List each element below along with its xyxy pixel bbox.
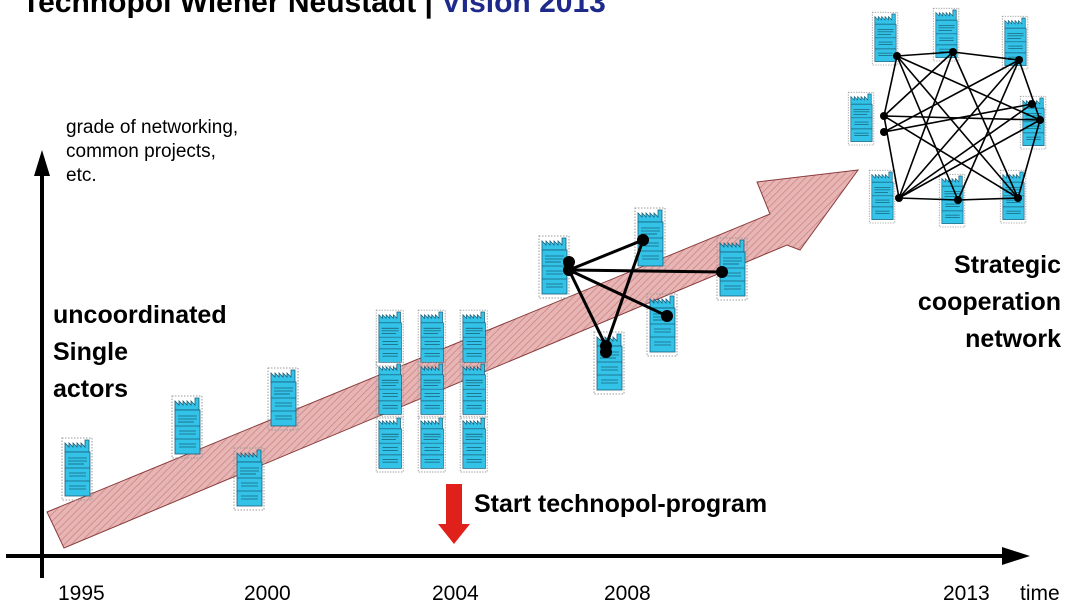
- single-actors-line: uncoordinated: [53, 301, 227, 329]
- title-accent: Vision 2013: [441, 0, 606, 19]
- y-axis-label-line: common projects,: [66, 141, 216, 162]
- title-main: Technopol Wiener Neustadt |: [22, 0, 442, 19]
- connection-line: [883, 59, 1020, 133]
- x-axis-arrowhead: [1002, 547, 1030, 565]
- connection-line: [568, 268, 723, 274]
- tick-2000: 2000: [244, 582, 291, 605]
- start-program-label: Start technopol-program: [474, 490, 768, 518]
- factory-icon: [417, 415, 446, 473]
- time-axis-label: time: [1020, 582, 1060, 605]
- connection-line: [952, 51, 1020, 61]
- tick-2013: 2013: [943, 582, 990, 605]
- y-axis-label-line: etc.: [66, 165, 97, 186]
- factory-icon: [375, 309, 404, 367]
- connection-node: [954, 196, 962, 204]
- connection-line: [883, 103, 1033, 133]
- factory-icon: [1001, 15, 1029, 70]
- connection-node: [880, 112, 888, 120]
- tick-1995: 1995: [58, 582, 105, 605]
- tick-2004: 2004: [432, 582, 479, 605]
- factory-icon: [459, 415, 488, 473]
- single-actors-label: uncoordinated Single actors: [53, 297, 227, 408]
- connection-node: [893, 52, 901, 60]
- connection-node: [1028, 100, 1036, 108]
- single-actors-line: Single: [53, 338, 129, 366]
- connection-line: [898, 51, 954, 199]
- y-axis-label: grade of networking, common projects, et…: [66, 116, 238, 188]
- down-arrow-icon: [438, 484, 470, 544]
- factory-icon: [375, 361, 404, 419]
- connection-line: [883, 55, 898, 117]
- cooperation-network-label: Strategic cooperation network: [918, 247, 1061, 358]
- factory-icon: [417, 361, 446, 419]
- connection-node: [880, 128, 888, 136]
- page-title: Technopol Wiener Neustadt | Vision 2013: [22, 0, 606, 20]
- connection-node: [895, 194, 903, 202]
- connection-node: [661, 310, 673, 322]
- y-axis-label-line: grade of networking,: [66, 117, 239, 138]
- connection-node: [716, 266, 728, 278]
- connection-line: [896, 55, 1019, 199]
- connection-line: [898, 197, 959, 201]
- connection-line: [896, 55, 959, 201]
- y-axis-arrowhead: [34, 150, 50, 176]
- connection-line: [567, 269, 608, 347]
- single-actors-line: actors: [53, 375, 129, 403]
- factory-icon: [868, 169, 896, 224]
- connection-line: [1017, 119, 1041, 199]
- factory-icon: [459, 361, 488, 419]
- connection-node: [1036, 116, 1044, 124]
- tick-2008: 2008: [604, 582, 651, 605]
- factory-icon: [847, 91, 875, 146]
- connection-line: [957, 59, 1020, 201]
- factory-icon: [999, 169, 1027, 224]
- factory-icon: [267, 367, 299, 431]
- connection-line: [896, 55, 1041, 121]
- connection-node: [949, 48, 957, 56]
- connection-line: [883, 51, 954, 117]
- factory-icon: [233, 447, 265, 511]
- connection-line: [952, 51, 1019, 199]
- factory-icon: [459, 309, 488, 367]
- cooperation-network-line: cooperation: [917, 288, 1061, 316]
- cooperation-network-line: Strategic: [954, 251, 1061, 279]
- connection-node: [1014, 194, 1022, 202]
- connection-node: [637, 234, 649, 246]
- connection-node: [563, 256, 575, 268]
- connection-line: [883, 115, 1019, 199]
- factory-icon: [375, 415, 404, 473]
- connection-line: [957, 197, 1019, 201]
- connection-node: [1015, 56, 1023, 64]
- factory-icon: [646, 293, 678, 357]
- factory-icon: [61, 437, 93, 501]
- connection-line: [568, 238, 644, 272]
- cooperation-network-line: network: [965, 325, 1061, 353]
- factory-icon: [417, 309, 446, 367]
- connection-line: [898, 103, 1033, 199]
- connection-line: [896, 51, 954, 57]
- connection-line: [604, 239, 645, 347]
- connection-line: [898, 119, 1041, 199]
- connection-line: [568, 268, 668, 318]
- connection-node: [600, 346, 612, 358]
- connection-line: [1018, 59, 1041, 121]
